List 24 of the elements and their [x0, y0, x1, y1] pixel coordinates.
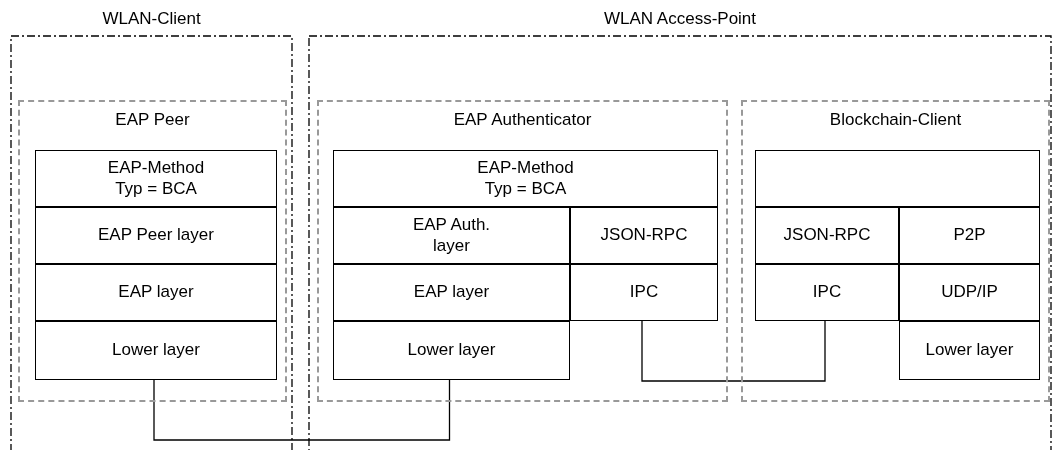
stack-layer: JSON-RPC — [755, 207, 899, 264]
stack-layer: EAP-Method Typ = BCA — [35, 150, 277, 207]
stack-layer: Lower layer — [35, 321, 277, 380]
stack-layer: EAP-Method Typ = BCA — [333, 150, 718, 207]
component-box — [741, 100, 1050, 402]
stack-layer: EAP layer — [333, 264, 570, 321]
stack-layer: Lower layer — [333, 321, 570, 380]
component-box — [317, 100, 728, 402]
group-title: WLAN-Client — [102, 9, 201, 29]
stack-layer: Lower layer — [899, 321, 1040, 380]
component-box — [18, 100, 287, 402]
stack-layer: EAP Peer layer — [35, 207, 277, 264]
stack-layer: UDP/IP — [899, 264, 1040, 321]
stack-layer: IPC — [570, 264, 718, 321]
component-title: EAP Peer — [115, 110, 190, 130]
component-title: Blockchain-Client — [829, 110, 962, 130]
empty-layer-box — [755, 150, 1040, 207]
group-title: WLAN Access-Point — [603, 9, 757, 29]
stack-layer: IPC — [755, 264, 899, 321]
stack-layer: EAP layer — [35, 264, 277, 321]
stack-layer: EAP Auth. layer — [333, 207, 570, 264]
stack-layer: JSON-RPC — [570, 207, 718, 264]
stack-layer: P2P — [899, 207, 1040, 264]
component-title: EAP Authenticator — [453, 110, 592, 130]
